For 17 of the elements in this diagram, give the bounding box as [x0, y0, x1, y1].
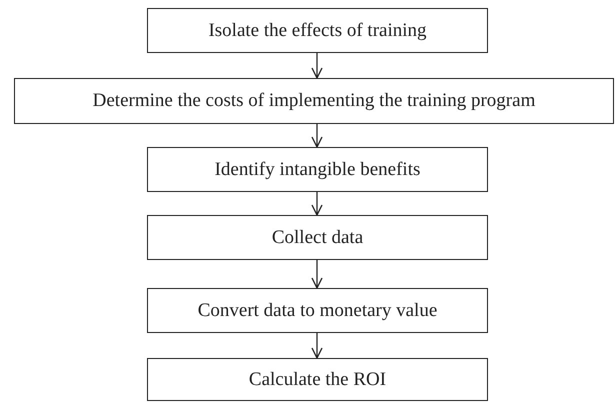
step-text: Calculate the ROI: [248, 368, 386, 390]
process-box: [147, 215, 488, 260]
arrow: [311, 333, 323, 359]
step-text: Convert data to monetary value: [198, 300, 438, 322]
step-text: Identify intangible benefits: [214, 158, 420, 180]
arrow: [311, 124, 323, 148]
step-text: Determine the costs of implementing the training program: [92, 90, 536, 112]
step-text: Isolate the effects of training: [208, 20, 427, 42]
process-box: [147, 147, 488, 192]
process-box: [147, 288, 488, 333]
process-box: [147, 8, 488, 53]
arrow: [311, 53, 323, 79]
process-box: [147, 358, 488, 401]
process-box: [14, 78, 614, 124]
arrow: [311, 260, 323, 289]
arrow: [311, 192, 323, 216]
step-text: Collect data: [272, 226, 364, 248]
